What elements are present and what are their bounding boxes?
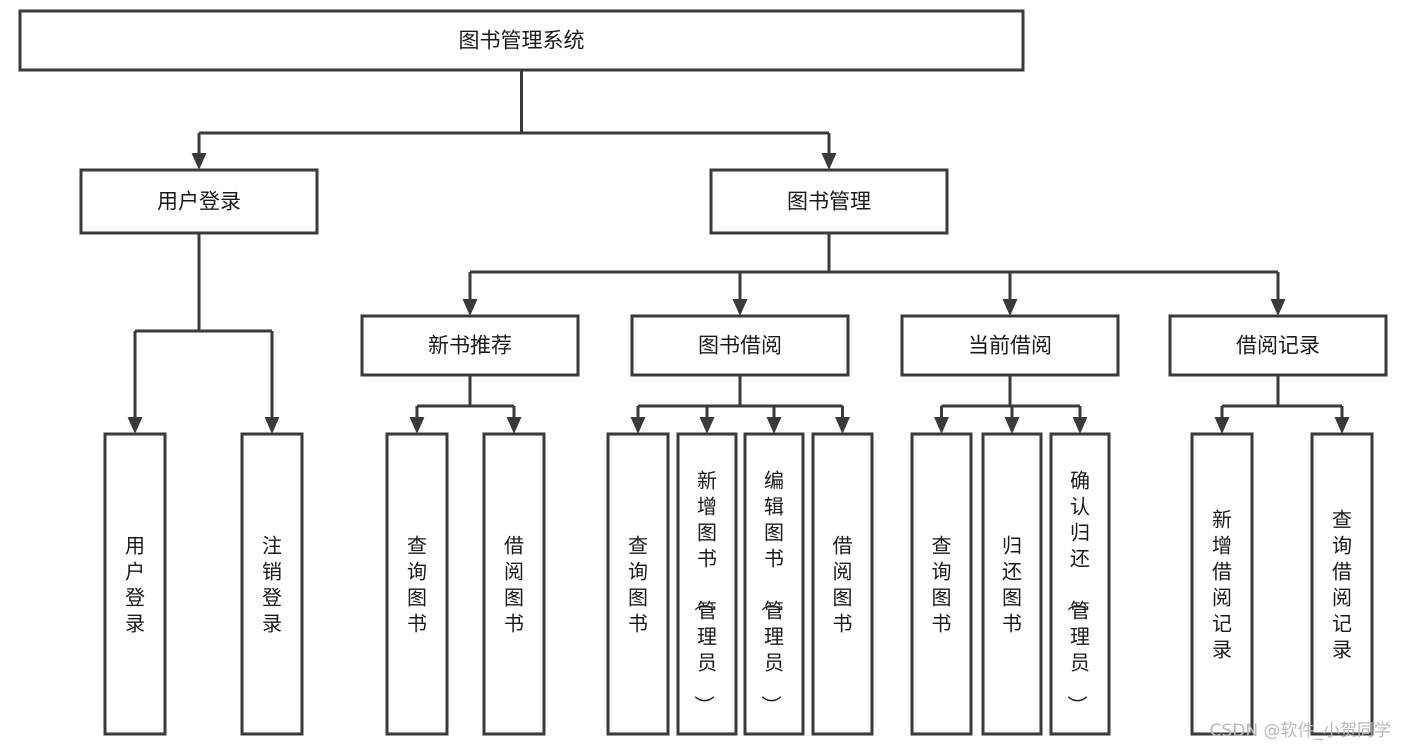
arrow-head-icon bbox=[1334, 417, 1350, 434]
connector-group-l1_1 bbox=[462, 233, 1286, 316]
node-label: 确认归还（管理员） bbox=[1065, 468, 1090, 715]
node-label: 归还图书 bbox=[1002, 533, 1022, 635]
node-label: 用户登录 bbox=[125, 533, 145, 635]
node-root[interactable]: 图书管理系统 bbox=[18, 9, 1025, 72]
node-label: 编辑图书（管理员） bbox=[759, 468, 784, 715]
connector-group-l2_0 bbox=[409, 375, 522, 434]
arrow-head-icon bbox=[821, 153, 837, 170]
node-leaf_record_0[interactable]: 新增借阅记录 bbox=[1190, 432, 1254, 736]
node-label: 借阅图书 bbox=[504, 533, 524, 635]
node-leaf_borrow_0[interactable]: 查询图书 bbox=[606, 432, 670, 736]
node-box[interactable] bbox=[630, 314, 850, 377]
arrow-head-icon bbox=[934, 417, 949, 434]
node-box[interactable] bbox=[482, 432, 546, 736]
arrow-head-icon bbox=[732, 299, 748, 316]
arrow-head-icon bbox=[506, 417, 522, 434]
node-leaf_borrow_2[interactable]: 编辑图书（管理员） bbox=[743, 432, 805, 736]
node-box[interactable] bbox=[385, 432, 449, 736]
node-box[interactable] bbox=[103, 432, 167, 736]
arrow-head-icon bbox=[264, 417, 280, 434]
connector-group-l2_3 bbox=[1214, 375, 1350, 434]
node-box[interactable] bbox=[676, 432, 738, 736]
node-box[interactable] bbox=[240, 432, 304, 736]
node-box[interactable] bbox=[1168, 314, 1388, 377]
node-label: 当前借阅 bbox=[968, 334, 1052, 358]
node-box[interactable] bbox=[900, 314, 1120, 377]
node-label: 注销登录 bbox=[262, 533, 282, 635]
arrow-head-icon bbox=[835, 417, 850, 434]
node-label: 新增图书（管理员） bbox=[692, 468, 717, 715]
node-box[interactable] bbox=[18, 9, 1025, 72]
node-leaf_record_1[interactable]: 查询借阅记录 bbox=[1310, 432, 1374, 736]
node-label: 查询图书 bbox=[628, 533, 648, 635]
node-box[interactable] bbox=[1310, 432, 1374, 736]
node-leaf_current_1[interactable]: 归还图书 bbox=[981, 432, 1043, 736]
node-box[interactable] bbox=[606, 432, 670, 736]
node-l2_1[interactable]: 图书借阅 bbox=[630, 314, 850, 377]
node-label: 查询借阅记录 bbox=[1332, 507, 1352, 661]
node-box[interactable] bbox=[1049, 432, 1111, 736]
connector-group-l2_2 bbox=[934, 375, 1088, 434]
arrow-head-icon bbox=[1002, 299, 1018, 316]
arrow-head-icon bbox=[1072, 417, 1088, 434]
node-box[interactable] bbox=[811, 432, 874, 736]
node-l2_3[interactable]: 借阅记录 bbox=[1168, 314, 1388, 377]
arrow-head-icon bbox=[699, 417, 715, 434]
node-box[interactable] bbox=[709, 168, 949, 235]
node-layer: 图书管理系统用户登录图书管理新书推荐图书借阅当前借阅借阅记录用户登录注销登录查询… bbox=[18, 9, 1388, 736]
node-label: 图书管理系统 bbox=[459, 29, 585, 53]
arrow-head-icon bbox=[1004, 417, 1020, 434]
node-box[interactable] bbox=[910, 432, 973, 736]
arrow-head-icon bbox=[630, 417, 646, 434]
node-label: 借阅图书 bbox=[833, 533, 853, 635]
node-label: 查询图书 bbox=[932, 533, 952, 635]
arrow-head-icon bbox=[127, 417, 143, 434]
connector-group-root bbox=[191, 70, 837, 170]
node-box[interactable] bbox=[79, 168, 319, 235]
node-leaf_new_1[interactable]: 借阅图书 bbox=[482, 432, 546, 736]
node-l1_1[interactable]: 图书管理 bbox=[709, 168, 949, 235]
node-l2_2[interactable]: 当前借阅 bbox=[900, 314, 1120, 377]
arrow-head-icon bbox=[409, 417, 425, 434]
node-label: 查询图书 bbox=[407, 533, 427, 635]
node-leaf_login_0[interactable]: 用户登录 bbox=[103, 432, 167, 736]
node-leaf_new_0[interactable]: 查询图书 bbox=[385, 432, 449, 736]
node-box[interactable] bbox=[360, 314, 580, 377]
arrow-head-icon bbox=[462, 299, 478, 316]
node-label: 借阅记录 bbox=[1236, 334, 1320, 358]
connector-group-l1_0 bbox=[127, 233, 280, 434]
arrow-head-icon bbox=[766, 417, 782, 434]
arrow-head-icon bbox=[1214, 417, 1230, 434]
node-box[interactable] bbox=[743, 432, 805, 736]
node-box[interactable] bbox=[1190, 432, 1254, 736]
node-label: 图书管理 bbox=[787, 190, 871, 214]
node-leaf_login_1[interactable]: 注销登录 bbox=[240, 432, 304, 736]
connector-layer bbox=[127, 70, 1350, 434]
node-leaf_current_2[interactable]: 确认归还（管理员） bbox=[1049, 432, 1111, 736]
node-leaf_borrow_3[interactable]: 借阅图书 bbox=[811, 432, 874, 736]
node-label: 图书借阅 bbox=[698, 334, 782, 358]
connector-group-l2_1 bbox=[630, 375, 850, 434]
node-box[interactable] bbox=[981, 432, 1043, 736]
node-leaf_borrow_1[interactable]: 新增图书（管理员） bbox=[676, 432, 738, 736]
node-label: 新书推荐 bbox=[428, 334, 512, 358]
arrow-head-icon bbox=[191, 153, 207, 170]
node-l2_0[interactable]: 新书推荐 bbox=[360, 314, 580, 377]
node-label: 用户登录 bbox=[157, 190, 241, 214]
node-label: 新增借阅记录 bbox=[1212, 507, 1232, 661]
node-leaf_current_0[interactable]: 查询图书 bbox=[910, 432, 973, 736]
node-l1_0[interactable]: 用户登录 bbox=[79, 168, 319, 235]
arrow-head-icon bbox=[1270, 299, 1286, 316]
